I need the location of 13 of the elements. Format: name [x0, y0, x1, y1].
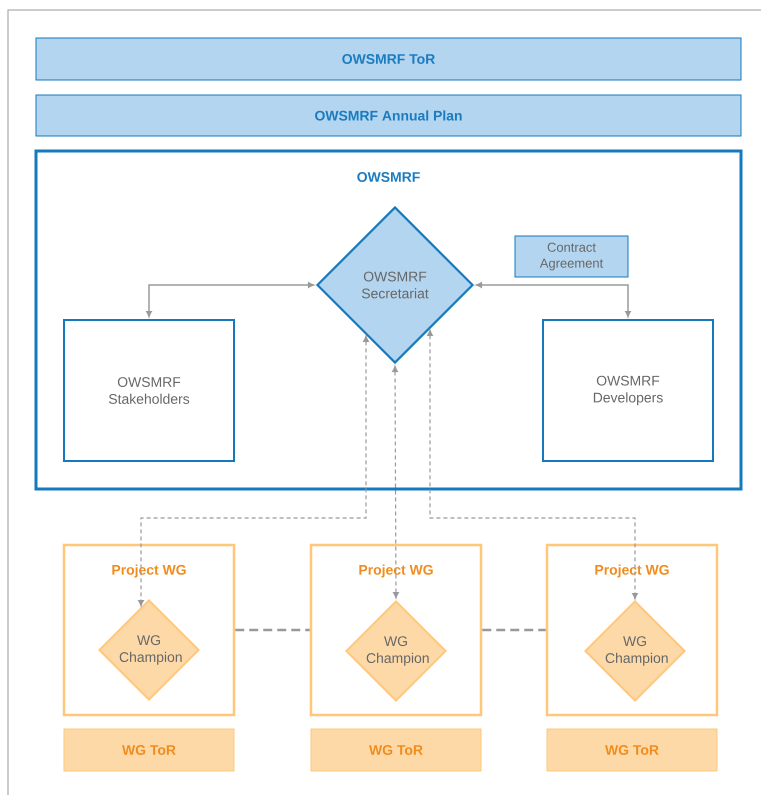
process-box: OWSMRF Stakeholders: [63, 319, 235, 462]
arrow: [146, 282, 314, 318]
note-box: Contract Agreement: [514, 236, 628, 278]
title-bar: WG ToR: [64, 728, 234, 772]
arrow: [476, 282, 631, 318]
title-bar: OWSMRF ToR: [36, 38, 742, 80]
title-bar: OWSMRF Annual Plan: [36, 94, 742, 136]
title-bar: WG ToR: [310, 728, 482, 772]
arrow: [138, 336, 369, 606]
arrow: [392, 366, 399, 598]
process-box: OWSMRF Developers: [542, 319, 714, 462]
title-bar: WG ToR: [546, 728, 718, 772]
arrow: [427, 330, 638, 600]
